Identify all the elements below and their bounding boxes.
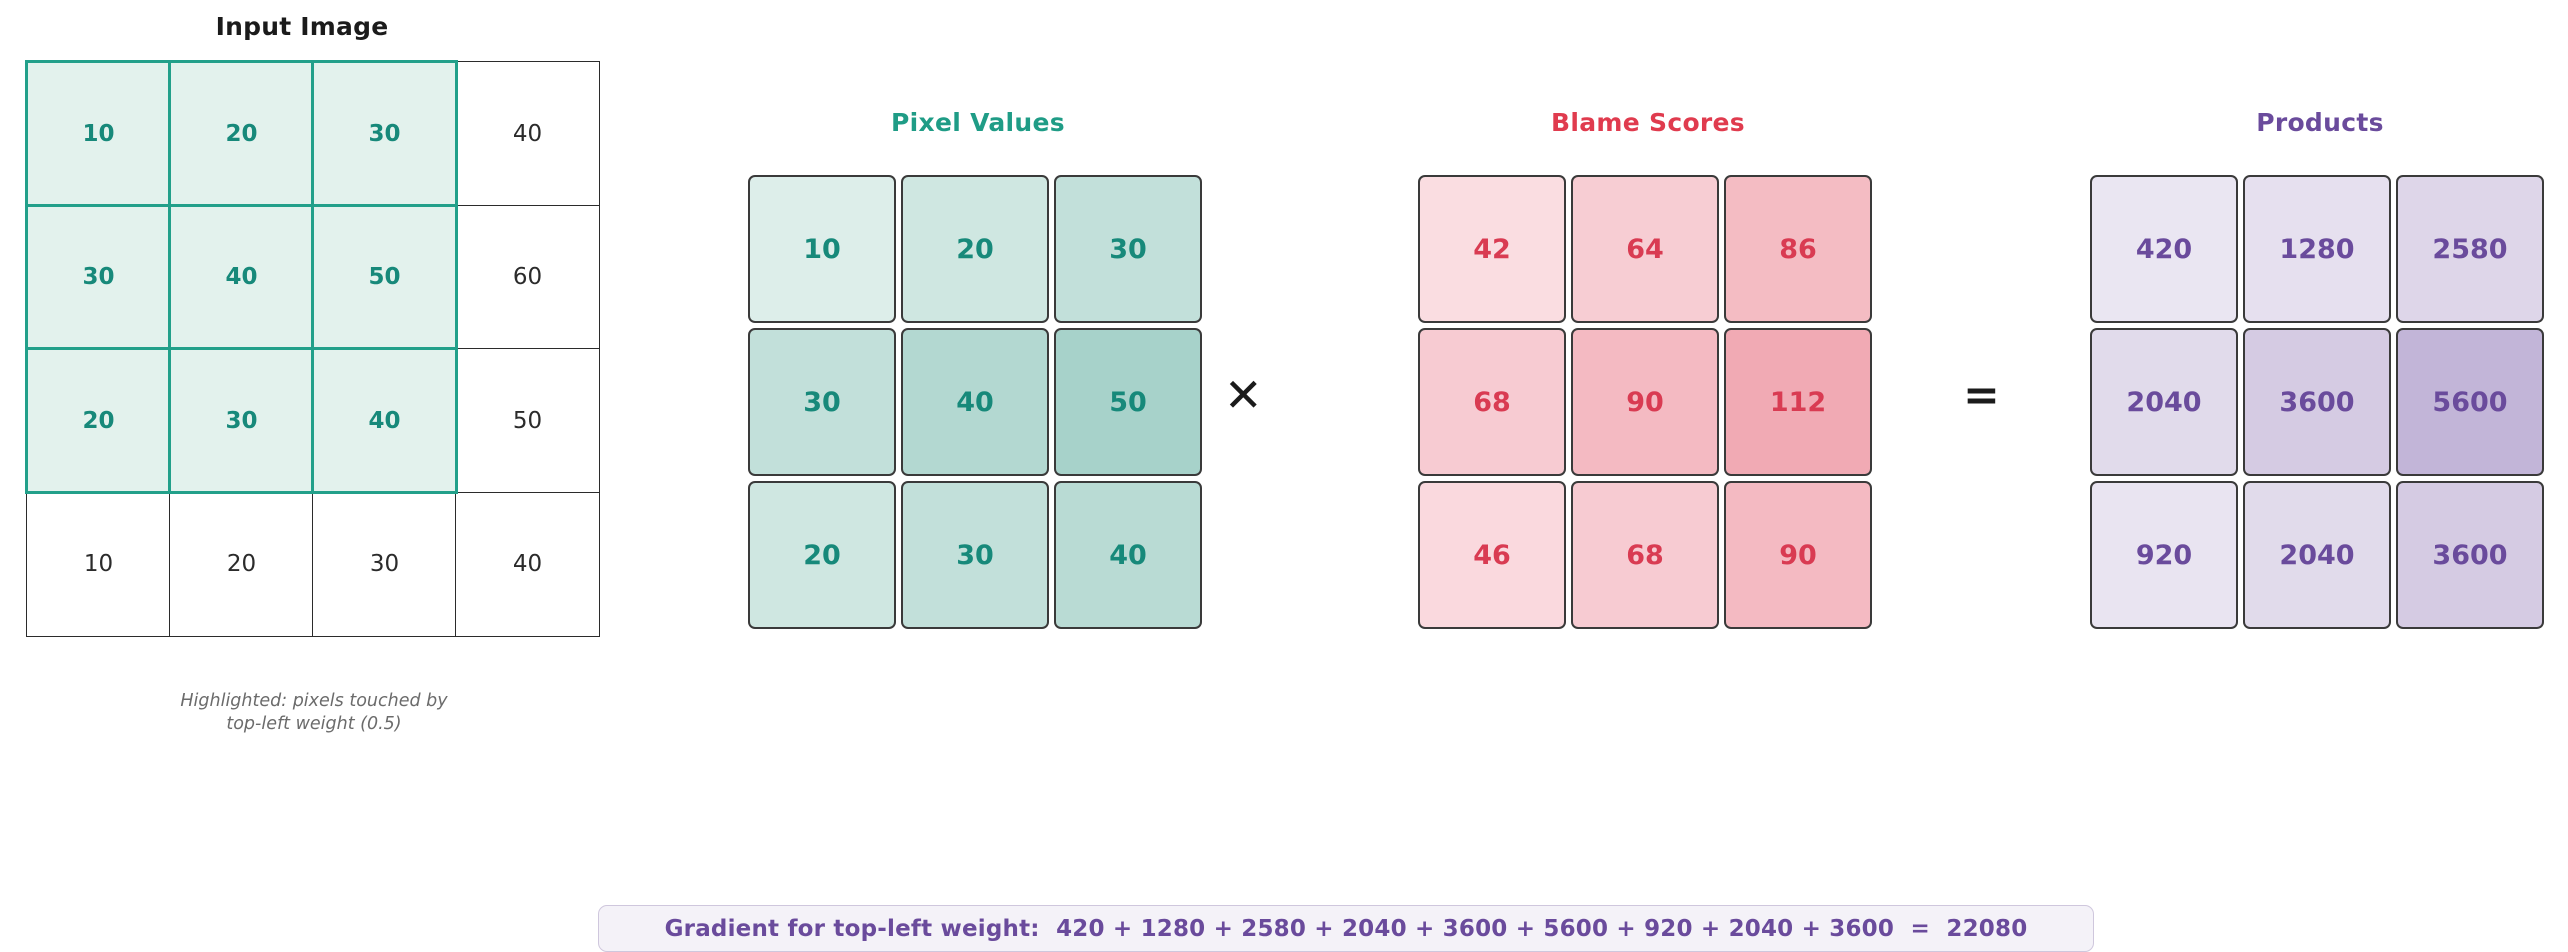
- pixel-values-title: Pixel Values: [891, 108, 1065, 137]
- input-pixel-cell: 40: [168, 203, 315, 351]
- pixel-cell: 20: [748, 481, 896, 629]
- products-cell: 5600: [2396, 328, 2544, 476]
- products-cell: 3600: [2396, 481, 2544, 629]
- pixel-cell: 40: [1054, 481, 1202, 629]
- input-pixel-cell: 50: [455, 348, 600, 494]
- pixel-cell: 50: [1054, 328, 1202, 476]
- input-pixel-cell: 60: [455, 204, 600, 350]
- multiply-operator-icon: ✕: [1224, 368, 1263, 422]
- pixel-cell: 40: [901, 328, 1049, 476]
- input-pixel-cell: 30: [25, 203, 172, 351]
- caption-line-1: Highlighted: pixels touched by: [180, 691, 448, 711]
- pixel-cell: 30: [748, 328, 896, 476]
- gradient-summary-bar: Gradient for top-left weight: 420 + 1280…: [598, 905, 2094, 952]
- blame-cell: 86: [1724, 175, 1872, 323]
- blame-cell: 46: [1418, 481, 1566, 629]
- products-title: Products: [2256, 108, 2384, 137]
- input-pixel-cell: 40: [455, 61, 600, 207]
- pixel-cell: 30: [1054, 175, 1202, 323]
- pixel-cell: 30: [901, 481, 1049, 629]
- input-pixel-cell: 50: [311, 203, 458, 351]
- products-cell: 920: [2090, 481, 2238, 629]
- input-pixel-cell: 30: [312, 491, 457, 637]
- products-cell: 3600: [2243, 328, 2391, 476]
- input-pixel-cell: 30: [311, 60, 458, 208]
- blame-cell: 112: [1724, 328, 1872, 476]
- gradient-summary-text: Gradient for top-left weight: 420 + 1280…: [664, 915, 2028, 942]
- caption-line-2: top-left weight (0.5): [226, 714, 402, 735]
- input-pixel-cell: 10: [26, 491, 171, 637]
- blame-cell: 64: [1571, 175, 1719, 323]
- products-cell: 420: [2090, 175, 2238, 323]
- input-image-caption: Highlighted: pixels touched by top-left …: [28, 690, 600, 736]
- input-pixel-cell: 40: [455, 491, 600, 637]
- input-pixel-cell: 20: [25, 347, 172, 495]
- input-pixel-cell: 30: [168, 347, 315, 495]
- blame-cell: 90: [1571, 328, 1719, 476]
- products-cell: 2040: [2243, 481, 2391, 629]
- products-cell: 2040: [2090, 328, 2238, 476]
- equals-operator-icon: =: [1963, 370, 2000, 421]
- blame-cell: 68: [1571, 481, 1719, 629]
- input-pixel-cell: 10: [25, 60, 172, 208]
- blame-cell: 42: [1418, 175, 1566, 323]
- blame-scores-title: Blame Scores: [1551, 108, 1745, 137]
- blame-cell: 90: [1724, 481, 1872, 629]
- products-cell: 2580: [2396, 175, 2544, 323]
- input-pixel-cell: 20: [169, 491, 314, 637]
- products-cell: 1280: [2243, 175, 2391, 323]
- blame-cell: 68: [1418, 328, 1566, 476]
- input-pixel-cell: 40: [311, 347, 458, 495]
- input-pixel-cell: 20: [168, 60, 315, 208]
- page-title: Input Image: [215, 12, 389, 41]
- pixel-cell: 20: [901, 175, 1049, 323]
- pixel-cell: 10: [748, 175, 896, 323]
